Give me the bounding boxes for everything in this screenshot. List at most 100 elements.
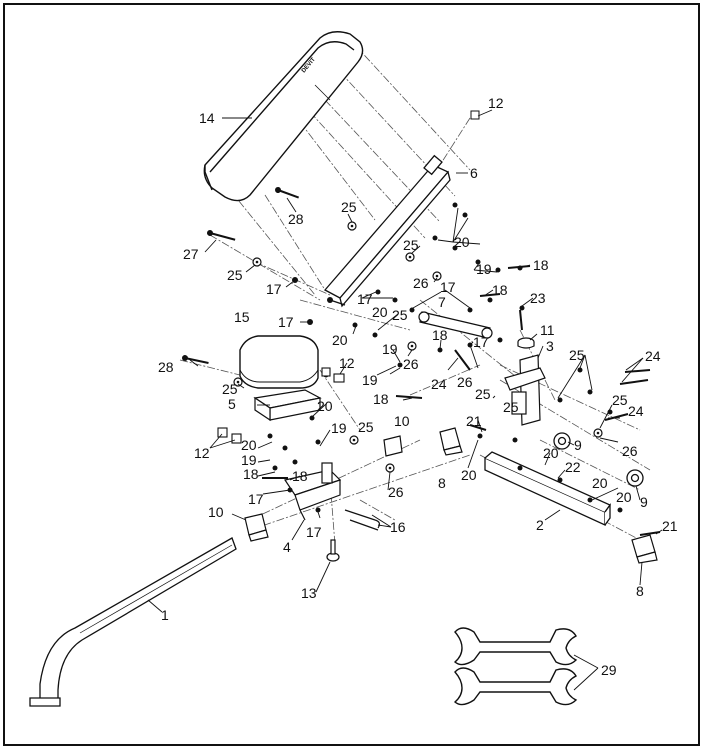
callout-labels: 12 14 6 28 25 20 27 25 25 19 18 17 26 17… xyxy=(158,95,678,678)
callout-part-26: 26 xyxy=(388,484,404,500)
callout-part-7: 7 xyxy=(438,294,446,310)
callout-part-19: 19 xyxy=(362,372,378,388)
callout-part-25: 25 xyxy=(222,381,238,397)
washer-25-e xyxy=(349,435,359,445)
callout-part-21: 21 xyxy=(466,413,482,429)
callout-part-20: 20 xyxy=(241,437,257,453)
callout-part-18: 18 xyxy=(432,327,448,343)
callout-part-9: 9 xyxy=(574,437,582,453)
callout-part-28: 28 xyxy=(288,211,304,227)
rear-base xyxy=(484,451,611,527)
callout-part-25: 25 xyxy=(403,237,419,253)
callout-part-19: 19 xyxy=(476,261,492,277)
callout-part-17: 17 xyxy=(473,334,489,350)
round-cap-11 xyxy=(517,337,535,349)
callout-part-20: 20 xyxy=(543,445,559,461)
callout-part-26: 26 xyxy=(622,443,638,459)
diagram-frame xyxy=(3,3,700,746)
callout-part-12: 12 xyxy=(194,445,210,461)
callout-part-24: 24 xyxy=(628,403,644,419)
callout-part-17: 17 xyxy=(248,491,264,507)
nuts-group xyxy=(267,202,623,513)
washer-25-b xyxy=(252,257,262,267)
connecting-rod xyxy=(418,311,493,339)
callout-part-20: 20 xyxy=(592,475,608,491)
callout-part-25: 25 xyxy=(392,307,408,323)
callout-part-13: 13 xyxy=(301,585,317,601)
transport-wheel-upper xyxy=(553,432,571,450)
callout-part-25: 25 xyxy=(503,399,519,415)
callout-part-18: 18 xyxy=(492,282,508,298)
callout-part-18: 18 xyxy=(243,466,259,482)
callout-part-27: 27 xyxy=(183,246,199,262)
callout-part-19: 19 xyxy=(331,420,347,436)
callout-part-20: 20 xyxy=(461,467,477,483)
front-support xyxy=(284,462,342,521)
end-cap-10-mid xyxy=(383,435,403,457)
rear-upright xyxy=(504,354,546,426)
callout-part-4: 4 xyxy=(283,539,291,555)
callout-part-9: 9 xyxy=(640,494,648,510)
callout-part-26: 26 xyxy=(413,275,429,291)
bolt-12-top xyxy=(470,110,480,120)
end-cap-10-left xyxy=(244,513,269,542)
callout-part-18: 18 xyxy=(373,391,389,407)
callout-part-6: 6 xyxy=(470,165,478,181)
callout-part-24: 24 xyxy=(431,376,447,392)
plates-12 xyxy=(217,367,345,444)
callout-part-10: 10 xyxy=(208,504,224,520)
backrest-pad xyxy=(203,31,364,202)
callout-part-25: 25 xyxy=(475,386,491,402)
callout-part-20: 20 xyxy=(332,332,348,348)
callout-part-8: 8 xyxy=(636,583,644,599)
callout-part-12: 12 xyxy=(488,95,504,111)
callout-part-20: 20 xyxy=(454,234,470,250)
callout-part-20: 20 xyxy=(616,489,632,505)
transport-wheel-lower xyxy=(626,469,644,487)
callout-part-8: 8 xyxy=(438,475,446,491)
callout-part-25: 25 xyxy=(358,419,374,435)
bolt-28-upper xyxy=(275,187,300,199)
washer-26-c xyxy=(385,463,395,473)
wrench-upper xyxy=(453,627,578,666)
callout-part-18: 18 xyxy=(533,257,549,273)
bolt-21-a xyxy=(469,424,487,431)
callout-part-21: 21 xyxy=(662,518,678,534)
callout-part-1: 1 xyxy=(161,607,169,623)
seat-bracket xyxy=(253,389,322,422)
front-leg-tube xyxy=(29,537,237,707)
callout-part-16: 16 xyxy=(390,519,406,535)
callout-part-20: 20 xyxy=(317,398,333,414)
callout-part-29: 29 xyxy=(601,662,617,678)
callout-part-12: 12 xyxy=(339,355,355,371)
callout-part-3: 3 xyxy=(546,338,554,354)
callout-part-2: 2 xyxy=(536,517,544,533)
bolts-24 xyxy=(454,349,651,421)
leader-lines xyxy=(147,109,663,691)
callout-part-25: 25 xyxy=(569,347,585,363)
wrench-lower xyxy=(453,667,578,706)
bolt-21-b xyxy=(639,531,661,536)
callout-part-24: 24 xyxy=(645,348,661,364)
callout-part-26: 26 xyxy=(403,356,419,372)
callout-part-26: 26 xyxy=(457,374,473,390)
washer-25-f xyxy=(593,428,603,438)
callout-part-23: 23 xyxy=(530,290,546,306)
washer-25-c xyxy=(405,252,415,262)
bolt-28-lower xyxy=(182,355,209,364)
callout-part-17: 17 xyxy=(357,291,373,307)
callout-part-18: 18 xyxy=(292,468,308,484)
callout-part-10: 10 xyxy=(394,413,410,429)
callout-part-11: 11 xyxy=(540,322,555,338)
callout-part-5: 5 xyxy=(228,396,236,412)
callout-part-25: 25 xyxy=(612,392,628,408)
seat-pad xyxy=(239,335,319,389)
snap-pins-16 xyxy=(344,509,381,531)
callout-part-17: 17 xyxy=(440,279,456,295)
callout-part-25: 25 xyxy=(341,199,357,215)
callout-part-25: 25 xyxy=(227,267,243,283)
callout-part-19: 19 xyxy=(382,341,398,357)
callout-part-14: 14 xyxy=(199,110,215,126)
pin-23 xyxy=(519,309,523,331)
